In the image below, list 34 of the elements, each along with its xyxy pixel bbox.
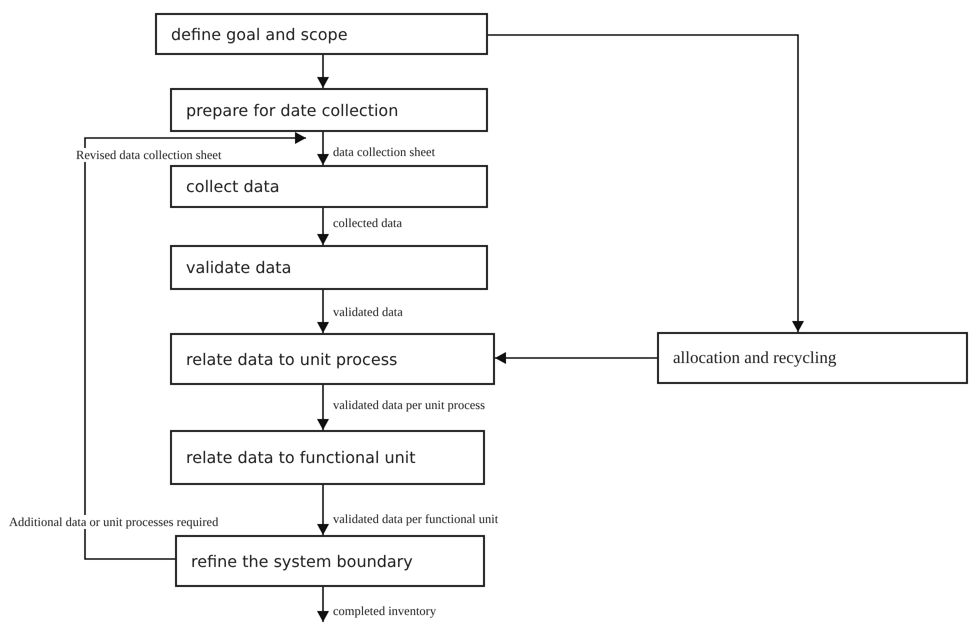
arrow	[317, 385, 329, 430]
step-label: collect data	[186, 177, 280, 196]
step-label: define goal and scope	[171, 24, 348, 44]
arrow	[317, 587, 329, 622]
process-box	[170, 430, 485, 485]
process-box	[155, 13, 488, 55]
process-box	[170, 333, 495, 385]
process-box	[175, 535, 485, 587]
edge-label: Revised data collection sheet	[75, 148, 222, 162]
step-label: relate data to functional unit	[186, 448, 416, 467]
step-label: allocation and recycling	[673, 348, 836, 368]
arrow	[317, 208, 329, 245]
process-box	[170, 245, 488, 290]
edge-label: validated data	[332, 305, 404, 319]
process-box	[657, 332, 968, 384]
step-label: validate data	[186, 258, 292, 277]
edge-label: data collection sheet	[332, 145, 436, 159]
arrow	[488, 34, 804, 332]
edge-label: completed inventory	[332, 604, 438, 618]
note-label: Additional data or unit processes required	[8, 515, 220, 529]
arrow	[317, 55, 329, 88]
step-label: relate data to unit process	[186, 350, 398, 368]
edge-label: collected data	[332, 216, 404, 230]
edge-label: validated data per unit process	[332, 398, 486, 412]
arrow	[84, 132, 306, 560]
arrow	[317, 485, 329, 535]
process-box	[170, 88, 488, 132]
edge-label: validated data per functional unit	[332, 512, 500, 526]
arrow	[317, 290, 329, 333]
process-box	[170, 165, 488, 208]
arrow	[317, 132, 329, 165]
step-label: refine the system boundary	[191, 552, 413, 570]
arrow	[495, 352, 657, 364]
step-label: prepare for date collection	[186, 100, 398, 120]
